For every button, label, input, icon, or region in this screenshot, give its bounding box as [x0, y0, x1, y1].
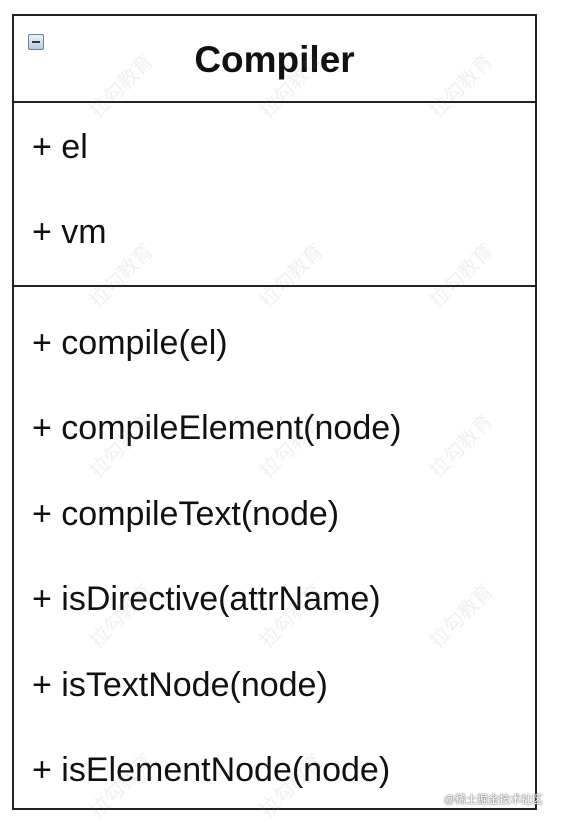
attribute-item: + vm: [32, 213, 107, 251]
class-name: Compiler: [194, 39, 355, 80]
credit-watermark: @稀土掘金技术社区: [443, 794, 543, 806]
method-item: + compileElement(node): [32, 409, 402, 447]
method-item: + isDirective(attrName): [32, 580, 381, 618]
class-header: Compiler: [14, 16, 535, 103]
uml-class-box: Compiler + el + vm + compile(el) + compi…: [12, 14, 537, 810]
method-item: + isElementNode(node): [32, 751, 391, 789]
method-item: + compileText(node): [32, 495, 340, 533]
method-item: + compile(el): [32, 324, 228, 362]
method-item: + isTextNode(node): [32, 666, 328, 704]
attributes-compartment: + el + vm: [14, 103, 535, 287]
methods-compartment: + compile(el) + compileElement(node) + c…: [14, 287, 535, 808]
attribute-item: + el: [32, 128, 88, 166]
collapse-toggle-icon[interactable]: [28, 34, 44, 50]
minus-icon: [32, 41, 40, 43]
